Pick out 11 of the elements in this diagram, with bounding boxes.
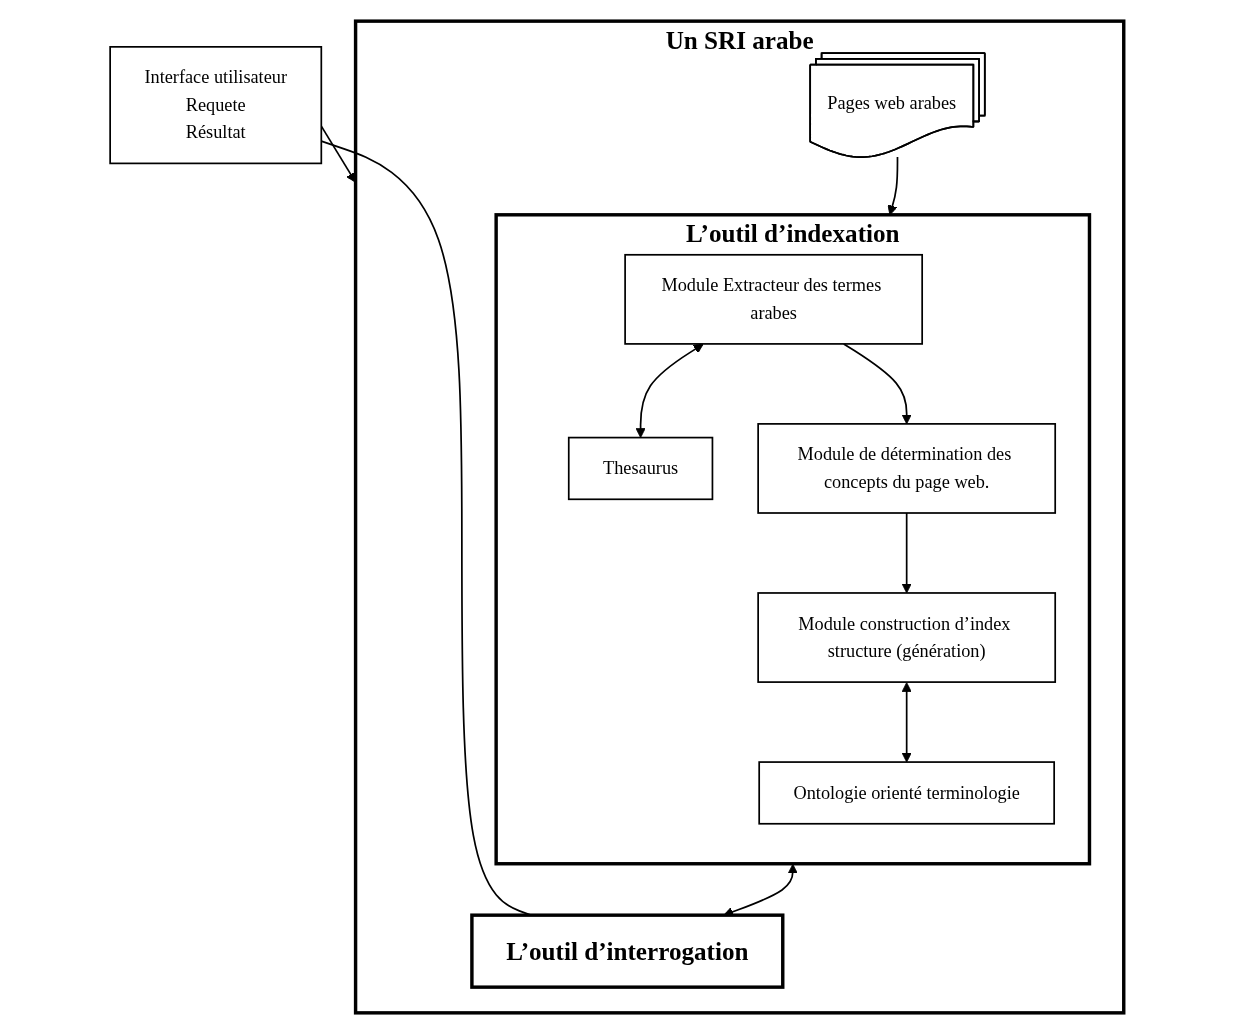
node-box: Interface utilisateur Requete Résultat	[109, 46, 323, 165]
node-box: Module de détermination des concepts du page web.	[757, 423, 1057, 514]
node-box: L’outil d’interrogation	[470, 913, 785, 989]
arrow	[842, 343, 912, 425]
node-box: Module construction d’index structure (génération)	[757, 592, 1057, 683]
node-box: Module Extracteur des termes arabes	[624, 253, 924, 345]
arrow	[901, 512, 912, 594]
arrow	[901, 682, 912, 763]
node-box: Thesaurus	[567, 436, 714, 501]
node-box: Ontologie orienté terminologie	[758, 761, 1056, 825]
arrow	[635, 343, 704, 439]
